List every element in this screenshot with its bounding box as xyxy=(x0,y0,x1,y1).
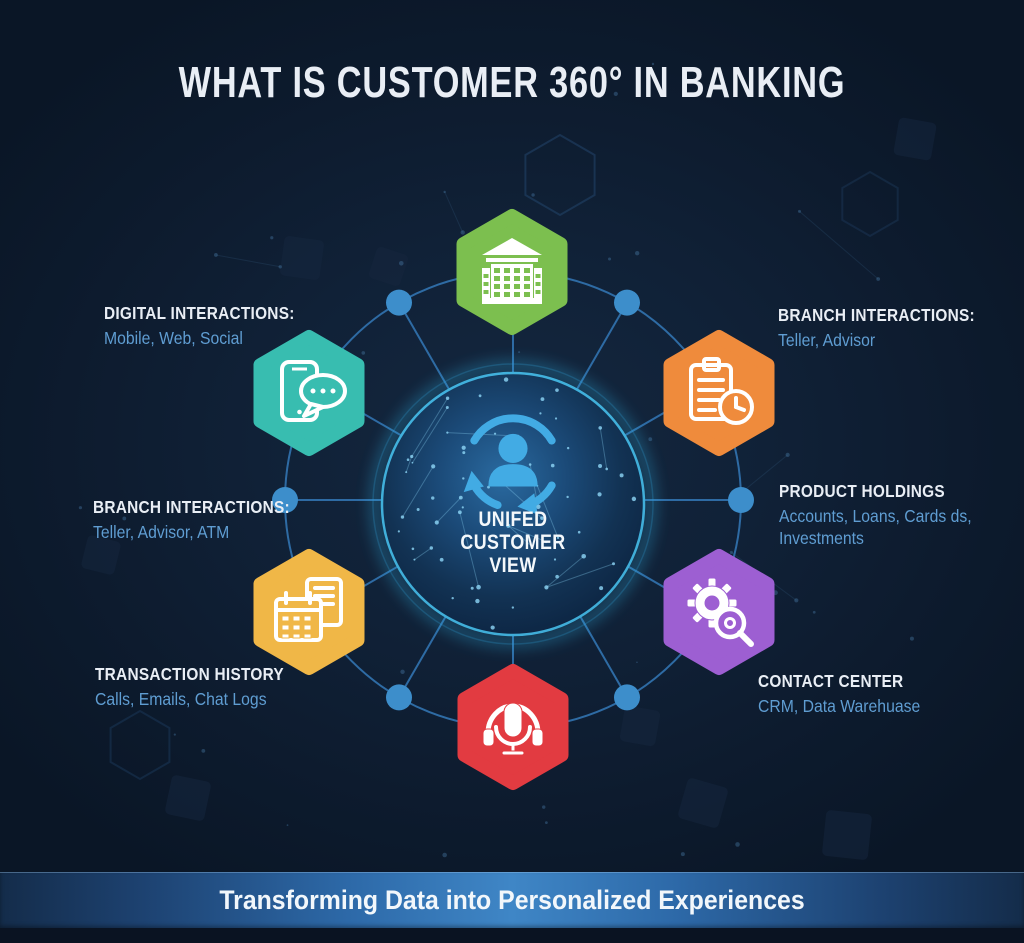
label-detail: Calls, Emails, Chat Logs xyxy=(95,689,267,709)
label-transaction-history: TRANSACTION HISTORY Calls, Emails, Chat … xyxy=(95,664,310,710)
label-detail: Mobile, Web, Social xyxy=(104,328,243,348)
footer-tagline: Transforming Data into Personalized Expe… xyxy=(219,885,805,915)
bottom-strip xyxy=(0,928,1024,943)
label-branch-interactions-left: BRANCH INTERACTIONS: Teller, Advisor, AT… xyxy=(93,497,317,543)
ring-node xyxy=(728,487,754,513)
gear-search-icon xyxy=(686,577,754,647)
clipboard-clock-icon xyxy=(689,357,754,425)
hexagon-digital-channels xyxy=(253,330,365,456)
hexagon-transaction-records xyxy=(253,549,365,675)
label-heading: DIGITAL INTERACTIONS: xyxy=(104,303,295,323)
caption-line: UNIFED xyxy=(478,508,548,531)
bank-building-icon xyxy=(482,238,542,304)
label-contact-center: CONTACT CENTER CRM, Data Warehuase xyxy=(758,671,938,717)
label-detail: Accounts, Loans, Cards ds, xyxy=(779,506,972,526)
ring-node xyxy=(614,289,640,316)
label-product-holdings: PRODUCT HOLDINGS Accounts, Loans, Cards … xyxy=(779,481,993,549)
ring-node xyxy=(614,684,640,711)
hexagon-bank-branch xyxy=(456,209,568,335)
ring-nodes xyxy=(272,289,754,711)
phone-chat-icon xyxy=(280,360,347,422)
label-digital-interactions: DIGITAL INTERACTIONS: Mobile, Web, Socia… xyxy=(104,303,321,349)
label-heading: TRANSACTION HISTORY xyxy=(95,664,284,684)
label-heading: BRANCH INTERACTIONS: xyxy=(778,305,975,325)
caption-line: VIEW xyxy=(489,554,537,577)
unified-view-globe xyxy=(369,360,657,648)
caption-line: CUSTOMER xyxy=(460,531,566,554)
footer-banner: Transforming Data into Personalized Expe… xyxy=(0,872,1024,928)
label-heading: CONTACT CENTER xyxy=(758,671,904,691)
hexagon-analytics xyxy=(663,549,775,675)
label-detail: Investments xyxy=(779,528,864,548)
label-heading: PRODUCT HOLDINGS xyxy=(779,481,945,501)
headset-mic-icon xyxy=(482,702,544,756)
hexagon-contact-support xyxy=(457,664,569,790)
unified-customer-view-caption: UNIFED CUSTOMER VIEW xyxy=(428,508,598,577)
label-detail: Teller, Advisor, ATM xyxy=(93,522,230,542)
label-heading: BRANCH INTERACTIONS: xyxy=(93,497,290,517)
calendar-doc-icon xyxy=(274,577,343,642)
person-sync-icon xyxy=(463,414,556,515)
label-detail: Teller, Advisor xyxy=(778,330,876,350)
page-title: WHAT IS CUSTOMER 360° IN BANKING xyxy=(178,58,846,107)
decor-hex-outlines xyxy=(109,133,899,781)
label-branch-interactions-right: BRANCH INTERACTIONS: Teller, Advisor xyxy=(778,305,1002,351)
label-detail: CRM, Data Warehuase xyxy=(758,696,921,716)
globe-network-pattern xyxy=(397,377,637,630)
ring-node xyxy=(386,289,412,316)
ring-node xyxy=(272,487,298,513)
ring-node xyxy=(386,684,412,711)
hexagon-branch-records xyxy=(663,330,775,456)
